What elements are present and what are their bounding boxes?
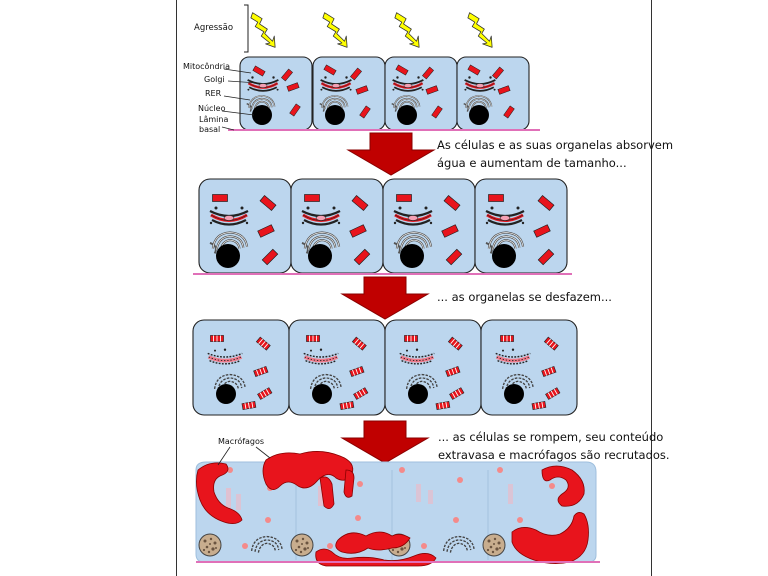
stage2-cells (193, 178, 572, 275)
lightning-bolt-icon (250, 12, 276, 48)
basal-lamina-label-line2: basal (199, 125, 221, 134)
frame-left-border (176, 0, 177, 576)
stage1-cells (221, 56, 540, 131)
lightning-bolt-icon (322, 12, 348, 48)
stage1-caption-line1: As células e as suas organelas absorvem (437, 138, 674, 152)
macrophages-label: Macrófagos (218, 437, 265, 446)
stage3-caption-line1: ... as células se rompem, seu conteúdo (438, 430, 664, 444)
basal-lamina-label-line1: Lâmina (199, 115, 229, 124)
lightning-bolt-icon (394, 12, 420, 48)
mitochondria-label: Mitocôndria (183, 62, 231, 71)
nucleus-label: Núcleo (198, 104, 226, 113)
down-arrow-icon (347, 132, 435, 176)
aggression-label: Agressão (194, 23, 234, 33)
aggression-bracket (244, 4, 249, 53)
stage2-caption: ... as organelas se desfazem... (437, 290, 612, 304)
rer-label: RER (205, 89, 222, 98)
down-arrow-icon (341, 420, 429, 464)
stage4-cells (195, 446, 600, 567)
golgi-label: Golgi (204, 75, 225, 84)
stage3-caption-line2: extravasa e macrófagos são recrutados. (438, 448, 670, 462)
lightning-bolt-icon (467, 12, 493, 48)
frame-right-border (651, 0, 652, 576)
stage1-caption-line2: água e aumentam de tamanho... (437, 156, 627, 170)
stage3-cells (192, 319, 578, 416)
down-arrow-icon (341, 276, 429, 320)
